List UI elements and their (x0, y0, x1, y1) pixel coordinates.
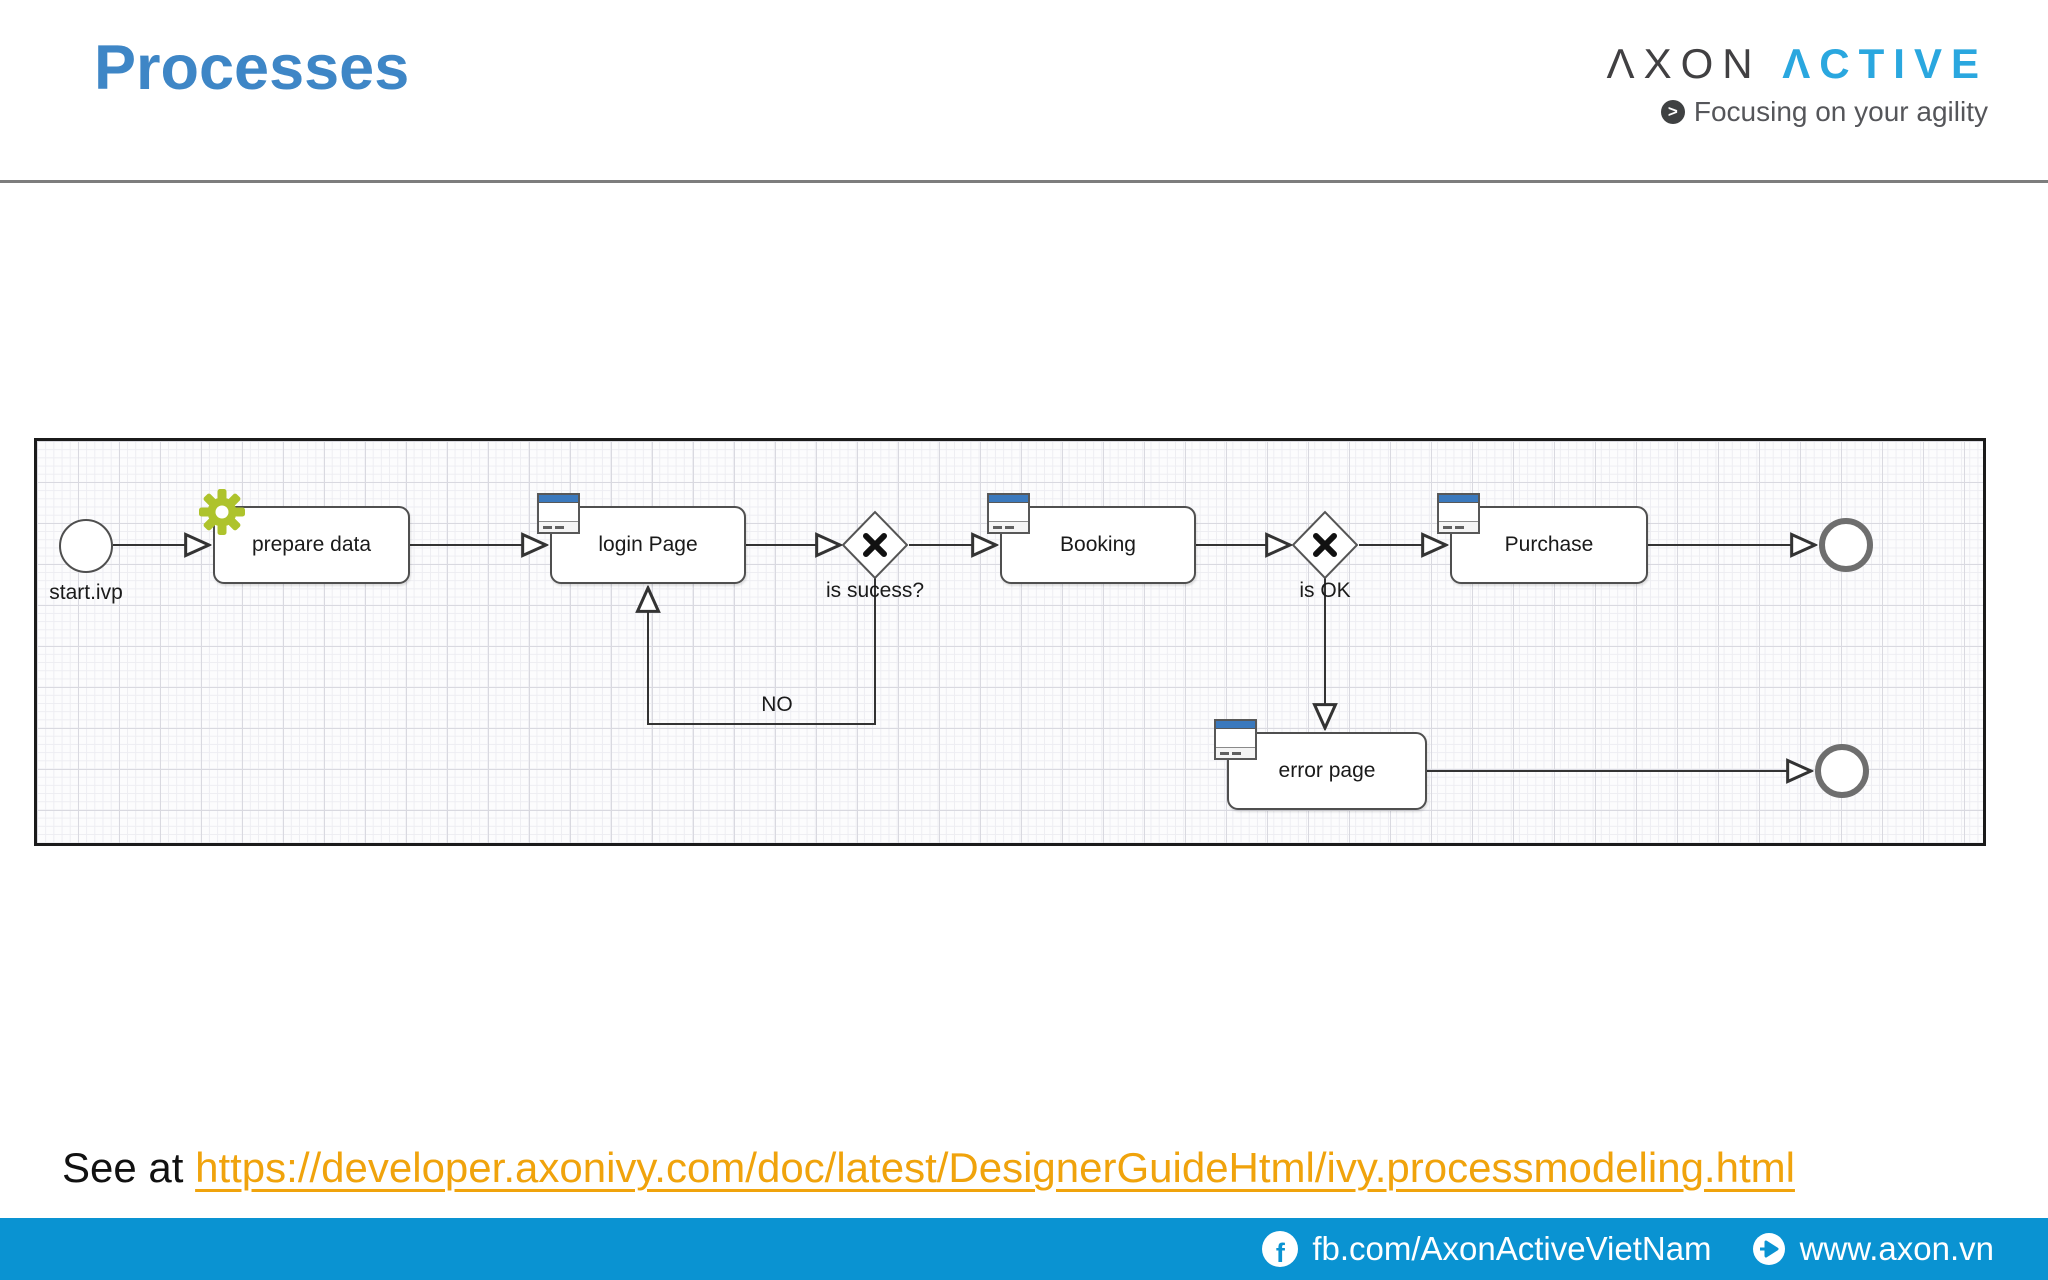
gateway-ok-label: is OK (1299, 579, 1351, 602)
window-title-bar (539, 495, 578, 503)
x-gateway-icon (863, 533, 887, 557)
window-title-bar (1439, 495, 1478, 503)
edge-no-label: NO (761, 693, 793, 716)
footer-website[interactable]: www.axon.vn (1752, 1230, 1994, 1268)
window-footer (1216, 747, 1255, 758)
x-gateway-icon (1313, 533, 1337, 557)
logo-tagline: > Focusing on your agility (1607, 96, 1988, 128)
task-login-page-label: login Page (598, 533, 698, 556)
page-title: Processes (94, 33, 410, 103)
task-prepare-data: prepare data (213, 506, 410, 584)
gateway-success-label: is sucess? (825, 579, 925, 602)
footer-website-label: www.axon.vn (1799, 1230, 1994, 1267)
gateway-success-diamond (841, 510, 909, 580)
footer-bar: f fb.com/AxonActiveVietNam www.axon.vn (0, 1218, 2048, 1280)
axon-active-logo: ΛXON ΛCTIVE > Focusing on your agility (1607, 40, 1988, 128)
start-event-label: start.ivp (49, 581, 123, 604)
see-at-line: See at https://developer.axonivy.com/doc… (62, 1144, 1795, 1192)
task-purchase-label: Purchase (1504, 533, 1594, 556)
logo-tagline-text: Focusing on your agility (1693, 96, 1988, 127)
header-divider (0, 180, 2048, 183)
arrow-circle-icon: > (1660, 100, 1685, 124)
start-event-circle (59, 519, 113, 573)
task-login-page: login Page (550, 506, 746, 584)
edge-no-loop (648, 578, 876, 725)
logo-word-active: ΛCTIVE (1782, 40, 1988, 87)
gateway-ok-diamond (1291, 510, 1359, 580)
see-at-prefix: See at (62, 1144, 196, 1191)
end-event-circle (1819, 518, 1873, 572)
task-error-page-label: error page (1278, 759, 1376, 782)
footer-facebook[interactable]: f fb.com/AxonActiveVietNam (1262, 1230, 1712, 1268)
logo-wordmark: ΛXON ΛCTIVE (1607, 40, 1988, 88)
page-window-icon (537, 493, 580, 534)
window-footer (539, 521, 578, 532)
script-gear-icon (199, 489, 245, 535)
page-window-icon (1437, 493, 1480, 534)
task-booking: Booking (1000, 506, 1196, 584)
doc-link[interactable]: https://developer.axonivy.com/doc/latest… (195, 1144, 1795, 1191)
window-title-bar (989, 495, 1028, 503)
arrow-circle-icon (1752, 1233, 1785, 1265)
facebook-icon: f (1262, 1231, 1299, 1267)
page-window-icon (1214, 719, 1257, 760)
window-footer (1439, 521, 1478, 532)
task-purchase: Purchase (1450, 506, 1648, 584)
window-footer (989, 521, 1028, 532)
process-edges (113, 510, 1989, 849)
end-event-circle (1815, 744, 1869, 798)
process-diagram-canvas: start.ivp prepare data (34, 438, 1986, 846)
task-prepare-data-label: prepare data (251, 533, 372, 556)
logo-word-axon: ΛXON (1606, 40, 1762, 87)
task-error-page: error page (1227, 732, 1427, 810)
task-booking-label: Booking (1060, 533, 1136, 556)
page-window-icon (987, 493, 1030, 534)
footer-facebook-label: fb.com/AxonActiveVietNam (1312, 1230, 1712, 1267)
window-title-bar (1216, 721, 1255, 729)
